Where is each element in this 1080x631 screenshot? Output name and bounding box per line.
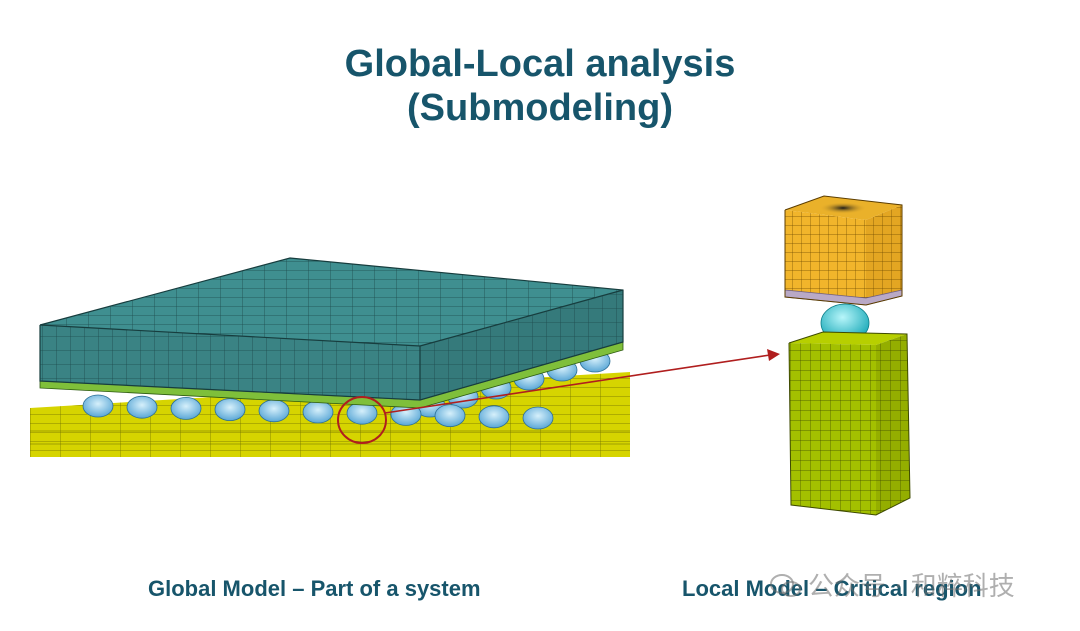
title-line-1: Global-Local analysis	[344, 43, 736, 85]
watermark: 公众号 · 和粹科技	[770, 566, 1015, 603]
solder-ball	[434, 404, 466, 428]
solder-ball	[478, 405, 510, 429]
solder-ball	[170, 396, 202, 420]
solder-ball	[522, 406, 554, 430]
watermark-text: 公众号 · 和粹科技	[808, 572, 1015, 602]
solder-ball	[258, 399, 290, 423]
local-model-caption: Local Model – Critical region	[682, 576, 982, 601]
solder-ball	[302, 400, 334, 424]
critical-region-marker	[337, 396, 387, 444]
diagram-title: Global-Local analysis (Submodeling)	[0, 42, 1080, 130]
solder-ball	[126, 395, 158, 419]
global-model-caption: Global Model – Part of a system	[148, 576, 481, 601]
wechat-icon	[770, 574, 801, 597]
title-line-2: (Submodeling)	[407, 87, 673, 129]
local-bottom-block-top	[789, 332, 907, 345]
solder-ball	[82, 394, 114, 418]
global-model	[30, 257, 630, 457]
submodel-arrow	[384, 349, 780, 414]
local-model	[784, 195, 911, 516]
solder-ball	[214, 398, 246, 422]
